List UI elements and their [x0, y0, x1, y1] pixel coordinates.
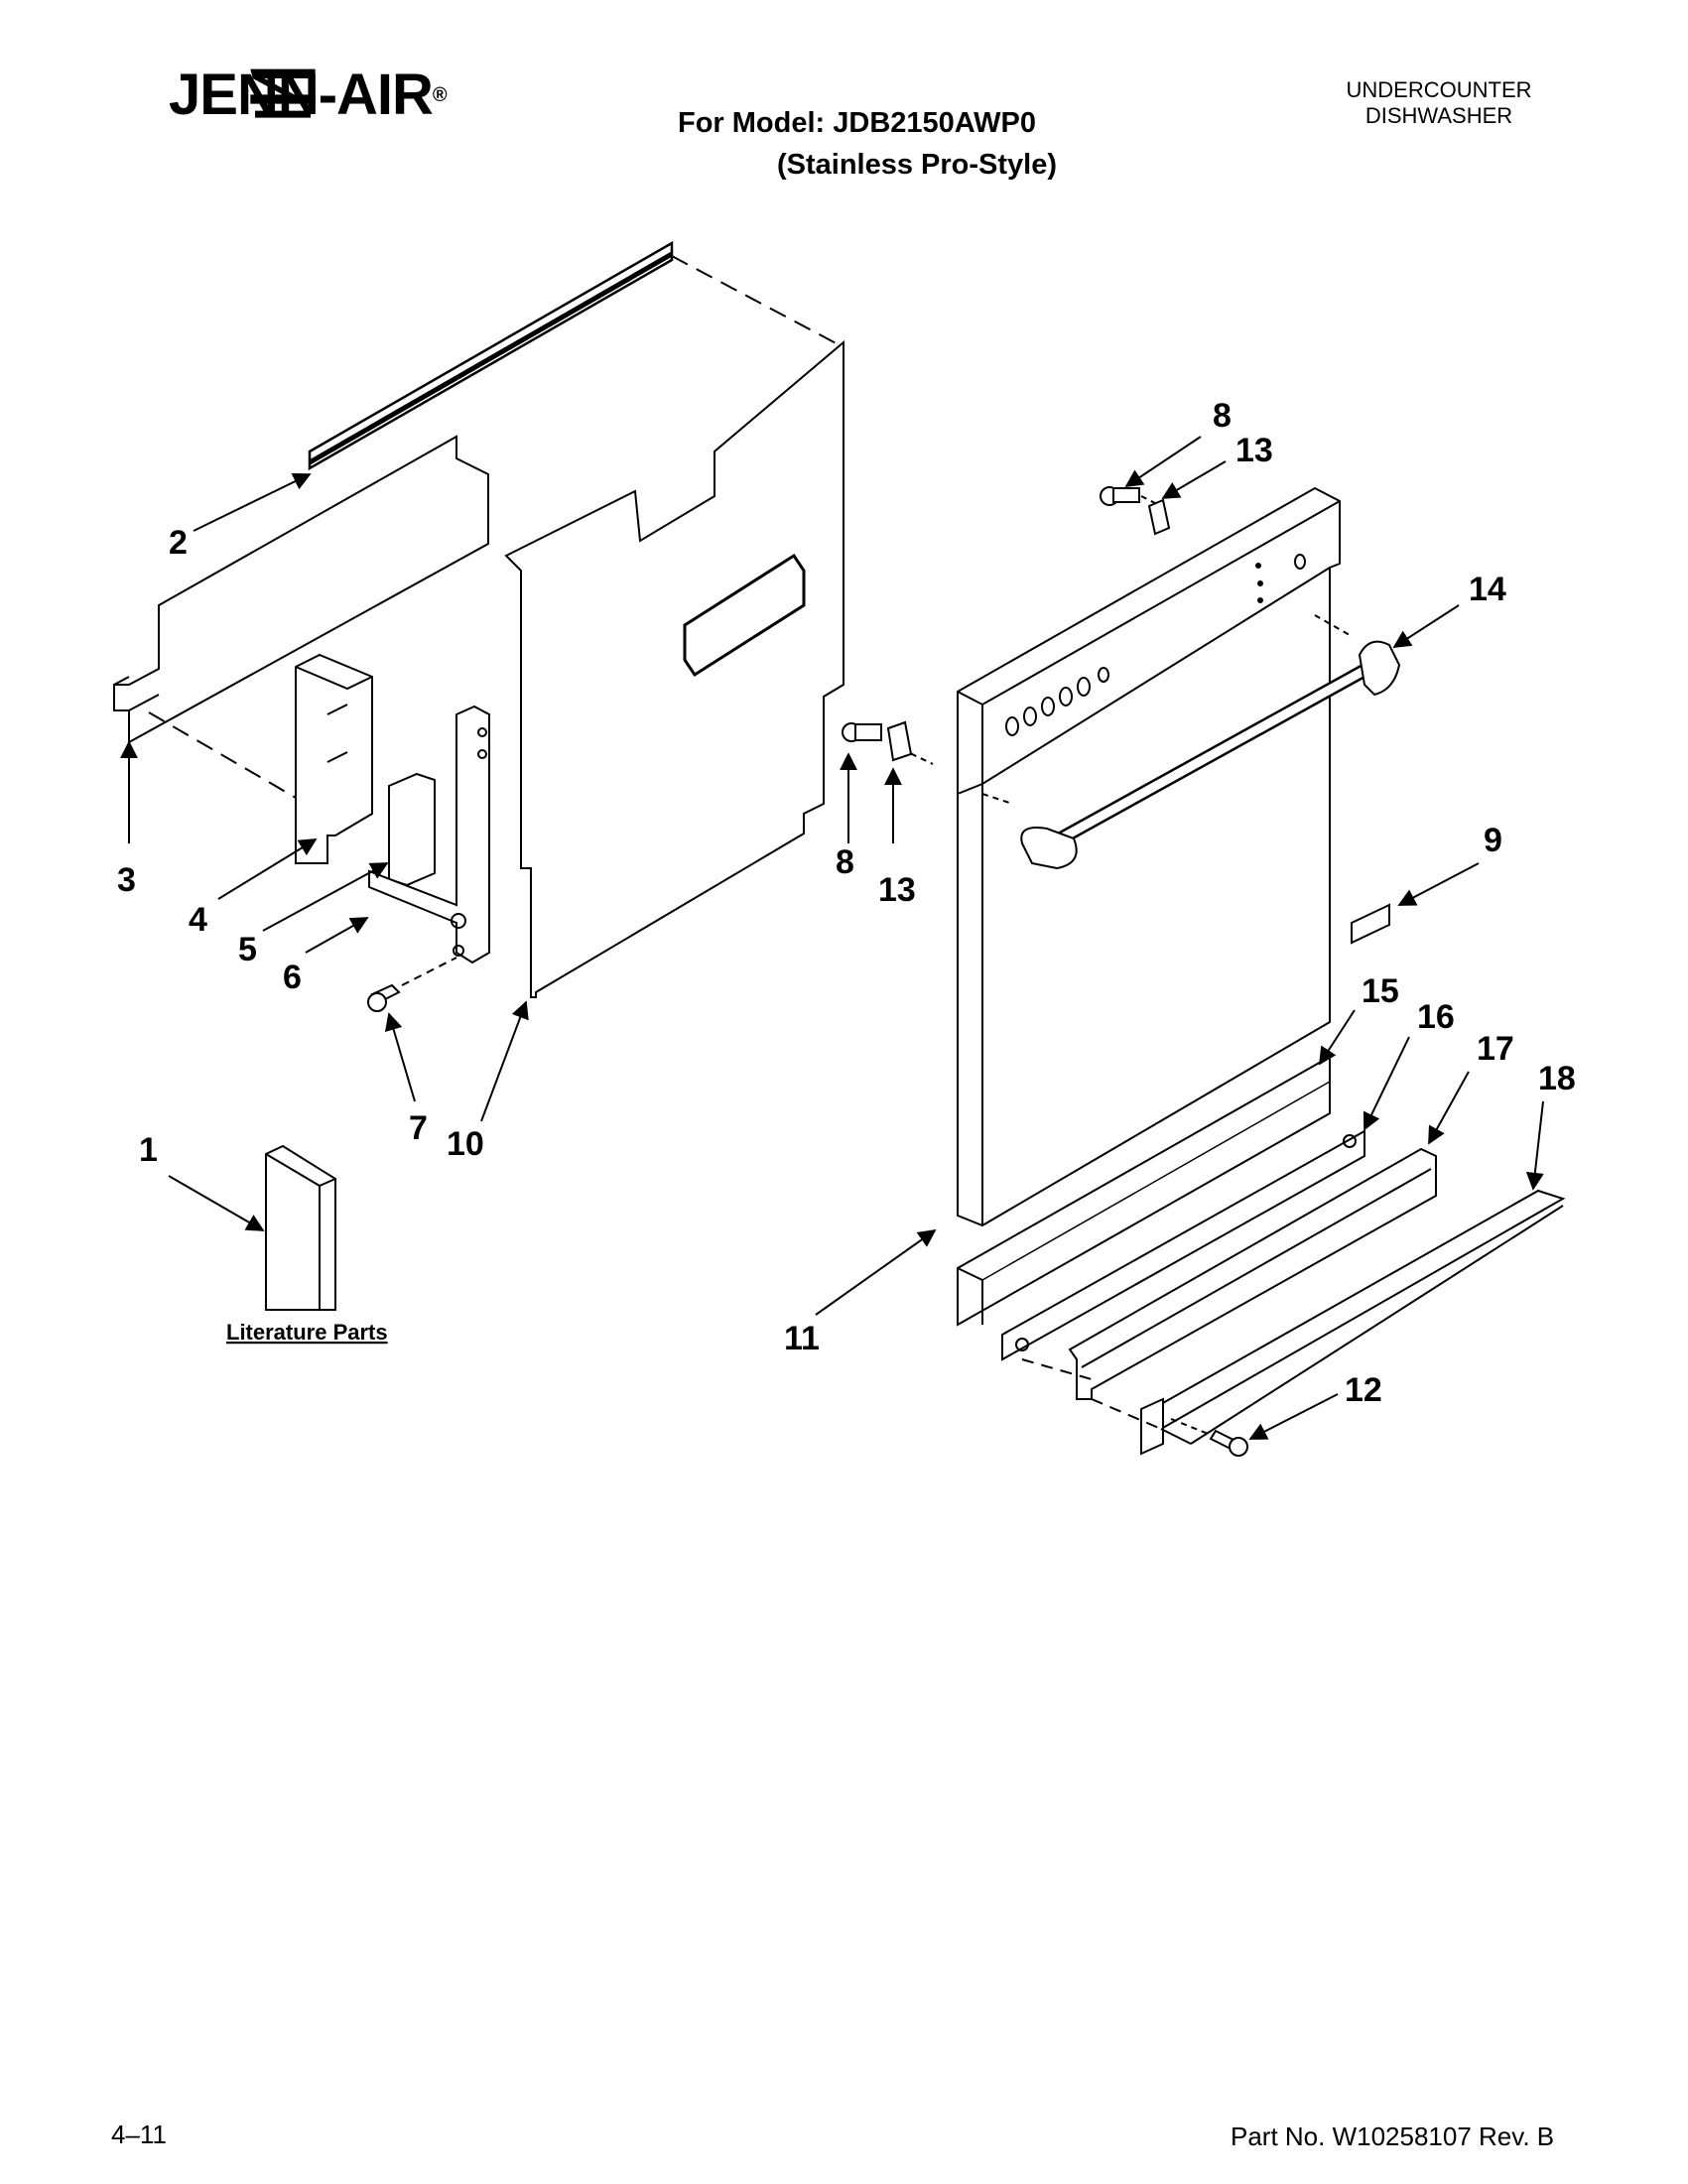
callout-5: 5 [238, 931, 257, 968]
brand-name: JENN-AIR® [169, 63, 448, 127]
callout-3: 3 [117, 861, 136, 899]
part-pad [388, 772, 436, 887]
leader-arrows [120, 436, 1544, 1440]
part-top-strip [308, 240, 674, 471]
callout-10: 10 [447, 1125, 484, 1163]
model-title: For Model: JDB2150AWP0 [678, 107, 1036, 139]
guide-line [671, 255, 844, 348]
callout-13-lower: 13 [878, 871, 916, 909]
part-screw-8-upper [1100, 486, 1140, 506]
console-buttons-icon [1005, 554, 1306, 736]
callout-9: 9 [1484, 822, 1502, 859]
category-line-2: DISHWASHER [1364, 103, 1513, 128]
callout-7: 7 [409, 1109, 428, 1147]
part-clip-13-lower [886, 720, 913, 762]
part-outer-door-panel [504, 339, 844, 998]
callout-8-lower: 8 [836, 843, 854, 881]
callout-12: 12 [1345, 1371, 1382, 1409]
jenn-air-logo-icon [250, 68, 316, 118]
part-front-door [957, 486, 1341, 1227]
callout-1: 1 [139, 1131, 158, 1169]
part-manual [265, 1144, 336, 1311]
callout-17: 17 [1477, 1030, 1514, 1068]
callout-18: 18 [1538, 1060, 1576, 1097]
part-kick-plate [1068, 1147, 1437, 1400]
part-toe-panel [957, 1055, 1331, 1327]
callout-16: 16 [1417, 998, 1455, 1036]
page-number: 4–11 [111, 2120, 167, 2149]
callout-13-upper: 13 [1235, 432, 1273, 469]
part-screw-8-lower [842, 722, 882, 742]
part-handle [1020, 640, 1401, 870]
callout-15: 15 [1362, 972, 1399, 1010]
literature-parts-label: Literature Parts [226, 1320, 388, 1345]
part-label-plate [1351, 903, 1390, 945]
callout-4: 4 [189, 901, 207, 939]
part-clip-13-upper [1147, 498, 1171, 536]
guide-line-2 [148, 711, 304, 803]
callout-11: 11 [784, 1320, 820, 1357]
part-toe-bracket [1001, 1129, 1365, 1361]
part-number: Part No. W10258107 Rev. B [1231, 2121, 1555, 2151]
model-subtitle: (Stainless Pro-Style) [777, 149, 1058, 181]
callout-2: 2 [169, 524, 188, 562]
category-line-1: UNDERCOUNTER [1346, 77, 1532, 102]
callout-8-upper: 8 [1213, 397, 1232, 435]
part-screw-12 [1209, 1429, 1248, 1457]
part-inner-panel [113, 435, 489, 744]
callout-6: 6 [283, 959, 302, 996]
callout-14: 14 [1469, 571, 1506, 608]
part-hinge-bracket [368, 705, 490, 964]
part-screw-7 [367, 983, 401, 1012]
